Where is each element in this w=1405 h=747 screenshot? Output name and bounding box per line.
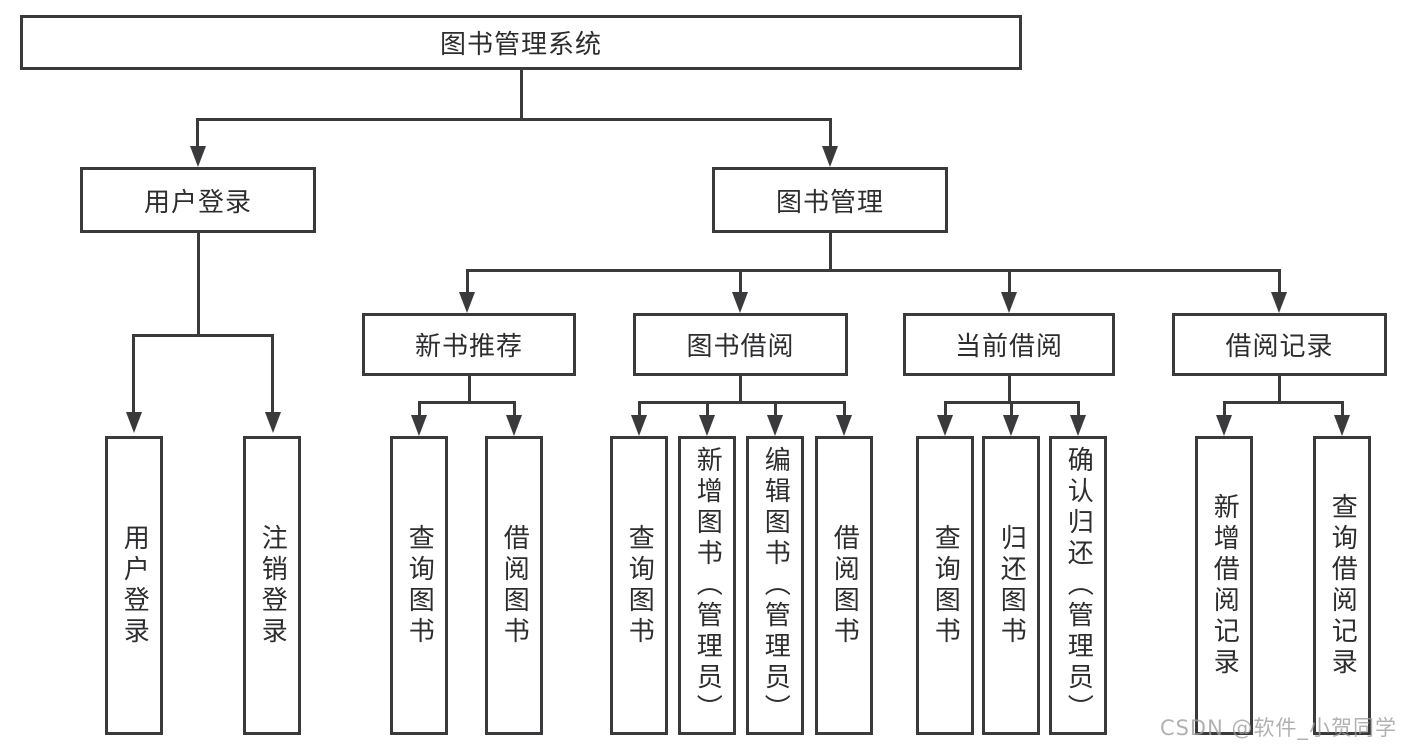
connector-new-book-stem (467, 376, 471, 404)
connector-to-bb-borrow (842, 401, 846, 415)
arrowhead-user-login (189, 146, 206, 167)
leaf-bb-query-books: 查询图书 (610, 436, 668, 735)
arrowhead-cb-confirm (1070, 415, 1086, 436)
connector-to-cb-return (1009, 401, 1013, 415)
watermark: CSDN @软件_小贺同学 (1159, 716, 1397, 740)
connector-new-book-rail (417, 401, 516, 404)
connector-to-book-borrowing (738, 269, 742, 292)
arrowhead-bb-edit (767, 415, 783, 436)
connector-to-nb-borrow (512, 401, 516, 415)
leaf-br-query-record: 查询借阅记录 (1313, 436, 1371, 735)
connector-to-nb-query (417, 401, 421, 415)
arrowhead-nb-borrow (506, 415, 522, 436)
connector-to-cb-confirm (1076, 401, 1080, 415)
arrowhead-bb-query (631, 415, 647, 436)
arrowhead-current-borrowing (1001, 292, 1017, 313)
connector-to-user-login (196, 118, 199, 146)
leaf-cb-query-books: 查询图书 (916, 436, 974, 735)
arrowhead-cb-query (937, 415, 953, 436)
arrowhead-book-management (822, 146, 838, 167)
leaf-cb-confirm-return-admin: 确认归还（管理员） (1049, 436, 1107, 735)
arrowhead-cb-return (1003, 415, 1019, 436)
connector-to-borrowing-records (1277, 269, 1281, 292)
arrowhead-nb-query (411, 415, 427, 436)
connector-to-new-book (465, 269, 469, 292)
arrowhead-bb-borrow (836, 415, 852, 436)
arrowhead-br-add (1216, 415, 1232, 436)
arrowhead-new-book (459, 292, 475, 313)
leaf-user-login: 用户登录 (105, 436, 163, 735)
arrowhead-leaf-logout (264, 412, 281, 433)
connector-to-book-management (828, 118, 832, 146)
node-book-management: 图书管理 (712, 167, 948, 233)
leaf-cb-return-books: 归还图书 (982, 436, 1040, 735)
leaf-br-add-record: 新增借阅记录 (1195, 436, 1253, 735)
leaf-nb-query-books: 查询图书 (390, 436, 448, 735)
connector-borrowing-records-stem (1277, 376, 1281, 404)
node-borrowing-records: 借阅记录 (1172, 313, 1387, 376)
connector-user-login-rail (132, 334, 274, 337)
arrowhead-bb-add (699, 415, 715, 436)
node-user-login: 用户登录 (80, 167, 316, 233)
leaf-bb-edit-books-admin: 编辑图书（管理员） (746, 436, 804, 735)
node-new-book-recommendation: 新书推荐 (362, 313, 576, 376)
connector-to-current-borrowing (1007, 269, 1011, 292)
arrowhead-br-query (1334, 415, 1350, 436)
connector-to-br-query (1340, 401, 1344, 415)
connector-to-leaf-logout (271, 334, 274, 412)
connector-root-stem (519, 70, 523, 120)
connector-user-login-stem (196, 233, 200, 336)
leaf-logout: 注销登录 (243, 436, 301, 735)
node-current-borrowing: 当前借阅 (903, 313, 1115, 376)
connector-book-borrowing-rail (637, 401, 846, 404)
arrowhead-leaf-user-login (125, 412, 142, 433)
leaf-bb-add-books-admin: 新增图书（管理员） (678, 436, 736, 735)
arrowhead-borrowing-records (1271, 292, 1287, 313)
connector-to-br-add (1222, 401, 1226, 415)
leaf-nb-borrow-books: 借阅图书 (485, 436, 543, 735)
connector-book-management-stem (828, 233, 832, 272)
connector-to-cb-query (943, 401, 947, 415)
connector-borrowing-records-rail (1222, 401, 1344, 404)
connector-book-management-rail (465, 269, 1281, 272)
connector-to-bb-query (637, 401, 641, 415)
connector-to-leaf-user-login (132, 334, 135, 412)
connector-root-rail (196, 118, 832, 121)
connector-current-borrowing-stem (1007, 376, 1011, 404)
connector-to-bb-edit (773, 401, 777, 415)
node-book-borrowing: 图书借阅 (633, 313, 848, 376)
connector-to-bb-add (705, 401, 709, 415)
node-library-management-system: 图书管理系统 (20, 15, 1022, 70)
leaf-bb-borrow-books: 借阅图书 (815, 436, 873, 735)
connector-book-borrowing-stem (738, 376, 742, 404)
arrowhead-book-borrowing (732, 292, 748, 313)
